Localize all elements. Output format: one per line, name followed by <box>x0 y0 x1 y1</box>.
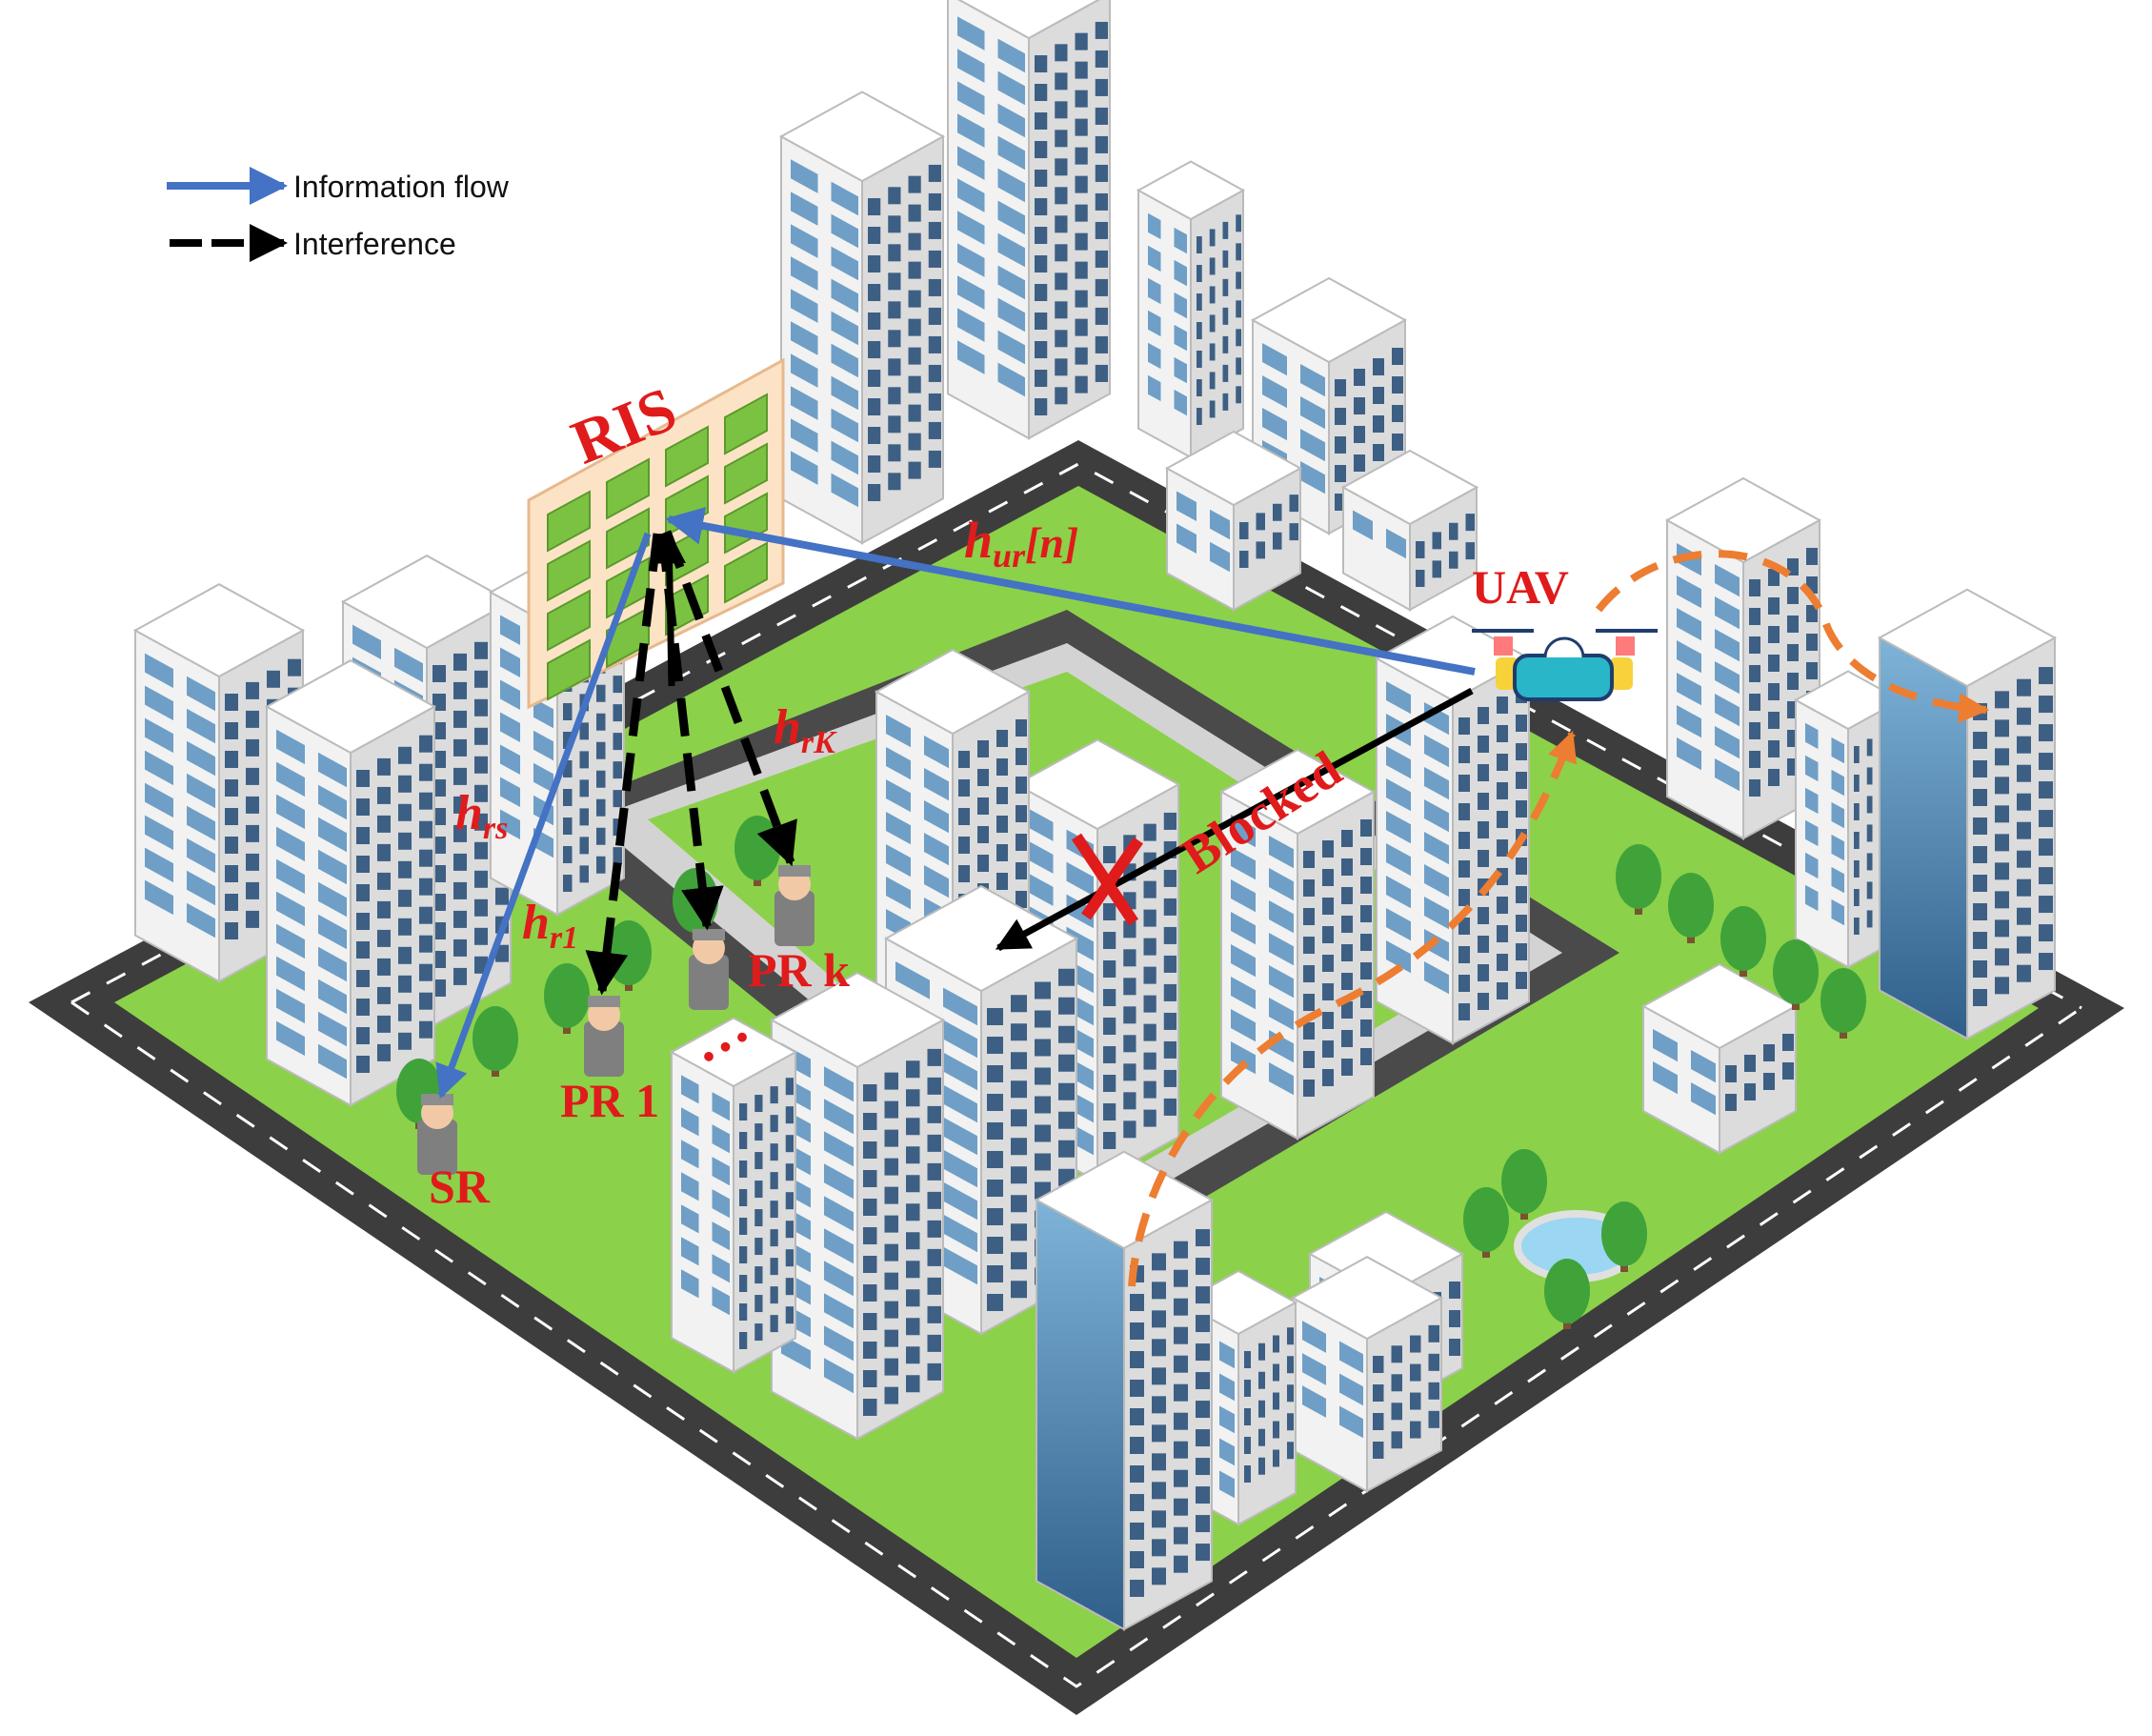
user-prk-icon <box>774 865 815 946</box>
ris-element <box>665 425 709 488</box>
ris-element <box>547 638 591 701</box>
buildings <box>132 0 2058 1631</box>
building <box>264 659 437 1107</box>
interference-arrow-ris-prk <box>662 530 797 867</box>
tree-icon <box>1820 968 1866 1039</box>
ris-element <box>724 442 768 505</box>
info-arrow-ris-sr <box>435 532 652 1100</box>
channel-hr1-label: hr1 <box>522 896 578 956</box>
tree-icon <box>544 963 590 1034</box>
tree-icon <box>1601 1201 1647 1272</box>
interference-arrow-blocked <box>995 687 1474 952</box>
arrows <box>435 507 1990 1287</box>
user-prk-mid-icon <box>689 929 729 1010</box>
interference-arrow-ris-pr1 <box>585 533 662 996</box>
building <box>1340 449 1479 612</box>
tree-icon <box>1616 844 1661 915</box>
legend-info-label: Information flow <box>293 170 510 204</box>
building <box>1218 748 1377 1141</box>
uav-icon <box>1472 629 1658 701</box>
tree-icon <box>1501 1149 1547 1220</box>
ris-element <box>606 457 650 520</box>
interference-arrow-ris-back <box>653 530 687 687</box>
channel-hrk-label: hrK <box>774 700 837 760</box>
building <box>1034 1150 1215 1631</box>
ris-element <box>724 393 768 455</box>
uav-trajectory <box>1128 730 1578 1287</box>
building <box>947 0 1111 440</box>
channel-hur-label: hur[n] <box>964 512 1078 575</box>
ris-element <box>724 541 768 604</box>
ris-element <box>665 574 709 636</box>
tree-icon <box>473 1006 518 1077</box>
ris-element <box>606 606 650 669</box>
legend-interference-label: Interference <box>293 227 456 261</box>
building <box>669 1017 798 1374</box>
building <box>778 91 946 545</box>
building <box>1640 962 1799 1155</box>
ris-element <box>547 539 591 602</box>
prk-label: PR k <box>748 943 850 997</box>
pr1-label: PR 1 <box>560 1074 659 1127</box>
users <box>417 865 815 1175</box>
building <box>1290 1256 1444 1493</box>
building <box>1374 615 1532 1045</box>
blocked-x-icon <box>1072 833 1143 926</box>
user-sr-icon <box>417 1094 457 1175</box>
trees <box>396 816 1866 1329</box>
tree-icon <box>1544 1259 1590 1329</box>
tree-icon <box>1463 1187 1509 1258</box>
building <box>769 971 946 1441</box>
uav-trajectory-top <box>1595 550 1990 724</box>
ris-element <box>724 492 768 555</box>
building <box>1136 160 1246 459</box>
uav-label: UAV <box>1472 560 1569 614</box>
building <box>1164 430 1303 612</box>
sr-label: SR <box>429 1160 491 1213</box>
building <box>1664 476 1822 840</box>
tree-icon <box>1773 939 1819 1010</box>
info-arrow-uav-ris <box>665 507 1476 676</box>
building <box>1877 588 2058 1040</box>
ris-element <box>606 507 650 570</box>
legend: Information flow Interference <box>167 167 510 262</box>
tree-icon <box>1668 873 1714 943</box>
user-pr1-icon <box>584 996 624 1077</box>
channel-hrs-label: hrs <box>455 786 508 846</box>
ris-element <box>547 589 591 652</box>
tree-icon <box>1720 906 1766 977</box>
ris-element <box>547 490 591 553</box>
